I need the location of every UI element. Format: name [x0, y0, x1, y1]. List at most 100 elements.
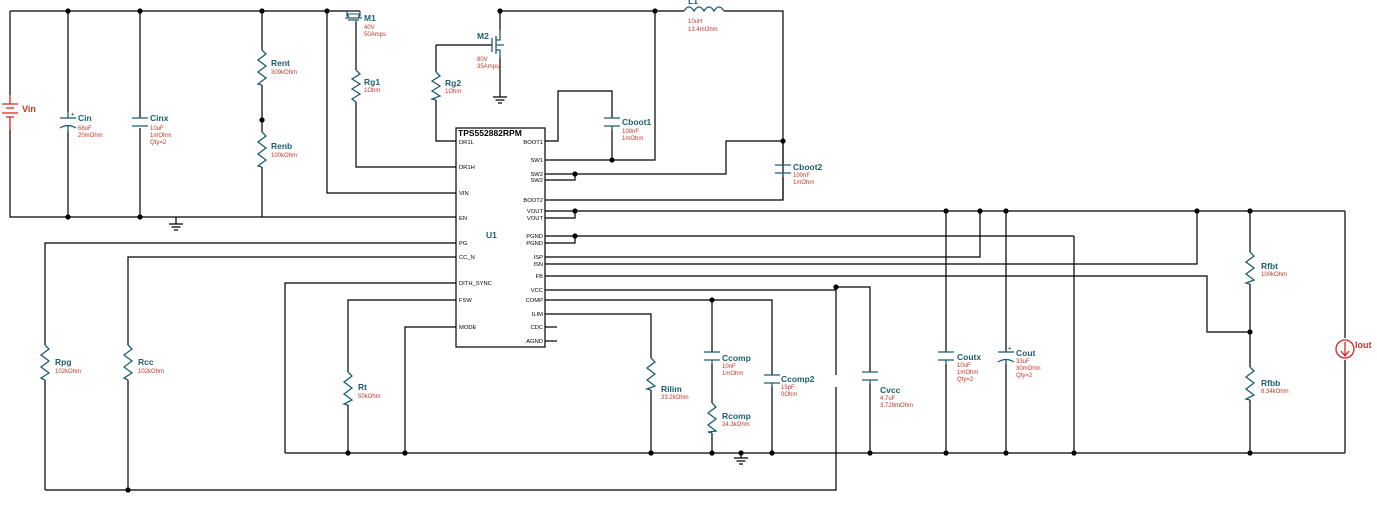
svg-text:Rcomp: Rcomp [722, 411, 751, 421]
capacitor-cboot2[interactable]: Cboot2 100nF 1mOhm [775, 162, 823, 186]
svg-text:13.4mOhm: 13.4mOhm [688, 27, 718, 33]
svg-text:M1: M1 [364, 13, 376, 23]
svg-text:309kOhm: 309kOhm [271, 70, 297, 76]
svg-text:50Amps: 50Amps [364, 32, 386, 38]
svg-text:Rilim: Rilim [661, 384, 682, 394]
svg-text:102kOhm: 102kOhm [138, 369, 164, 375]
capacitor-ccomp2[interactable]: Ccomp2 15pF 0Ohm [764, 374, 815, 398]
svg-text:33uF: 33uF [1016, 359, 1030, 365]
mosfet-m1[interactable]: M1 40V 50Amps [345, 11, 386, 38]
iout-label: Iout [1355, 340, 1372, 350]
svg-text:10uF: 10uF [957, 363, 971, 369]
ic-right-pins: BOOT1 SW1 SW2 SW2 BOOT2 VOUT VOUT PGND P… [523, 140, 543, 345]
svg-text:L1: L1 [688, 0, 698, 6]
svg-text:Cvcc: Cvcc [880, 385, 901, 395]
resistor-rfbt[interactable]: Rfbt 100kOhm [1243, 251, 1287, 285]
svg-text:DR1H: DR1H [459, 165, 475, 171]
ic-u1[interactable]: TPS552882RPM U1 DR1L DR1H VIN EN PG CC_N… [455, 127, 546, 348]
capacitor-cboot1[interactable]: Cboot1 100nF 1mOhm [604, 117, 652, 142]
capacitor-cout[interactable]: + Cout 33uF 30mOhm Qty=2 [997, 346, 1041, 379]
svg-text:Rt: Rt [358, 382, 367, 392]
svg-text:CDC: CDC [530, 325, 543, 331]
svg-text:Rent: Rent [271, 58, 290, 68]
resistor-rt[interactable]: Rt 50kOhm [342, 371, 381, 406]
capacitor-cinx[interactable]: Cinx 10uF 1mOhm Qty=2 [132, 113, 171, 146]
svg-text:100nF: 100nF [622, 129, 639, 135]
ground-icon [734, 453, 748, 465]
ground-icon [169, 217, 183, 231]
svg-text:VOUT: VOUT [527, 216, 544, 222]
svg-text:Rfbb: Rfbb [1261, 378, 1280, 388]
svg-text:Qty=2: Qty=2 [150, 140, 167, 146]
svg-text:+: + [1008, 346, 1012, 352]
svg-text:1Ohm: 1Ohm [364, 88, 380, 94]
svg-text:50kOhm: 50kOhm [358, 394, 381, 400]
capacitor-coutx[interactable]: Coutx 10uF 1mOhm Qty=2 [938, 351, 981, 383]
svg-text:Cin: Cin [78, 113, 92, 123]
svg-text:Ccomp: Ccomp [722, 353, 751, 363]
svg-text:Rg1: Rg1 [364, 77, 380, 87]
svg-text:1Ohm: 1Ohm [445, 89, 461, 95]
resistor-rilim[interactable]: Rilim 33.2kOhm [644, 357, 689, 401]
voltage-source-vin[interactable]: Vin [2, 95, 36, 130]
resistor-renb[interactable]: Renb 100kOhm [256, 131, 297, 168]
svg-text:Ccomp2: Ccomp2 [781, 374, 815, 384]
svg-text:100nF: 100nF [793, 173, 810, 179]
svg-text:Renb: Renb [271, 141, 292, 151]
svg-text:Rcc: Rcc [138, 357, 154, 367]
capacitor-ccomp[interactable]: Ccomp 10nF 1mOhm [704, 351, 751, 377]
svg-text:1mOhm: 1mOhm [150, 133, 171, 139]
ic-ref: U1 [486, 230, 497, 240]
svg-text:10nF: 10nF [722, 364, 736, 370]
svg-text:COMP: COMP [526, 298, 544, 304]
svg-text:1mOhm: 1mOhm [622, 136, 643, 142]
current-source-iout[interactable]: Iout [1335, 339, 1372, 359]
svg-text:ILIM: ILIM [532, 312, 543, 318]
svg-text:100kOhm: 100kOhm [1261, 272, 1287, 278]
resistor-rcomp[interactable]: Rcomp 24.3kOhm [706, 402, 751, 434]
svg-text:Coutx: Coutx [957, 352, 981, 362]
svg-text:Qty=2: Qty=2 [1016, 373, 1033, 379]
svg-text:+: + [71, 112, 75, 118]
svg-text:102kOhm: 102kOhm [55, 369, 81, 375]
resistor-rpg[interactable]: Rpg 102kOhm [39, 344, 81, 381]
svg-text:24.3kOhm: 24.3kOhm [722, 422, 750, 428]
svg-text:15pF: 15pF [781, 385, 795, 391]
svg-text:20mOhm: 20mOhm [78, 133, 103, 139]
svg-text:0Ohm: 0Ohm [781, 392, 797, 398]
svg-text:1mOhm: 1mOhm [957, 370, 978, 376]
svg-text:8.34kOhm: 8.34kOhm [1261, 389, 1289, 395]
ic-left-pins: DR1L DR1H VIN EN PG CC_N DITH_SYNC FSW M… [459, 140, 492, 331]
mosfet-m2[interactable]: M2 80V 35Amps [477, 30, 504, 70]
ic-part-number: TPS552882RPM [458, 128, 522, 138]
resistor-rfbb[interactable]: Rfbb 8.34kOhm [1244, 366, 1289, 401]
svg-text:SW2: SW2 [530, 178, 543, 184]
svg-text:PGND: PGND [526, 234, 543, 240]
svg-text:40V: 40V [364, 25, 375, 31]
svg-text:30mOhm: 30mOhm [1016, 366, 1041, 372]
svg-text:68uF: 68uF [78, 126, 92, 132]
inductor-l1[interactable]: L1 10uH 13.4mOhm [683, 0, 725, 33]
junctions [65, 8, 1253, 493]
svg-text:33.2kOhm: 33.2kOhm [661, 395, 689, 401]
svg-text:VOUT: VOUT [527, 209, 544, 215]
wires [9, 10, 1346, 491]
svg-text:M2: M2 [477, 31, 489, 41]
capacitor-cvcc[interactable]: Cvcc 4.7uF 3.728mOhm [862, 371, 913, 409]
resistor-rg1[interactable]: Rg1 1Ohm [350, 69, 380, 103]
svg-text:3.728mOhm: 3.728mOhm [880, 403, 913, 409]
svg-text:Cboot2: Cboot2 [793, 162, 823, 172]
vin-label: Vin [22, 104, 36, 114]
svg-text:AGND: AGND [526, 339, 543, 345]
svg-text:4.7uF: 4.7uF [880, 396, 896, 402]
capacitor-cin[interactable]: + Cin 68uF 20mOhm [59, 112, 103, 139]
resistor-rcc[interactable]: Rcc 102kOhm [122, 344, 164, 381]
svg-text:Cinx: Cinx [150, 113, 169, 123]
svg-text:FSW: FSW [459, 298, 472, 304]
resistor-rent[interactable]: Rent 309kOhm [256, 49, 297, 86]
svg-text:CC_N: CC_N [459, 255, 475, 261]
resistor-rg2[interactable]: Rg2 1Ohm [429, 71, 461, 101]
svg-text:FB: FB [536, 274, 544, 280]
svg-text:10uH: 10uH [688, 19, 702, 25]
